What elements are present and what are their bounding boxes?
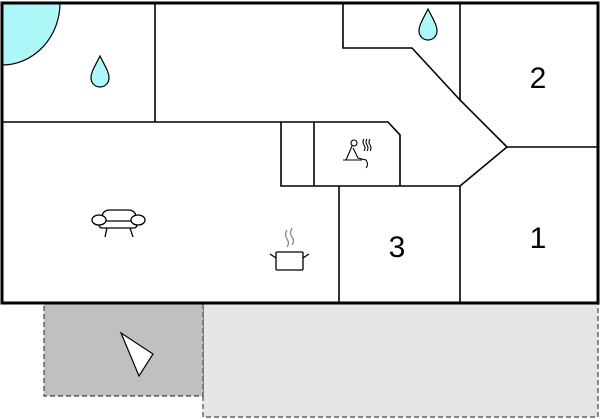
sofa-icon: [91, 209, 146, 238]
room-number-2: 2: [530, 62, 547, 95]
sauna-icon: [343, 138, 372, 169]
interior-walls: [2, 3, 598, 303]
water-drop-icon: [90, 54, 110, 88]
room-number-3: 3: [389, 231, 406, 264]
terrace-light: [202, 302, 599, 418]
water-drop-icon: [418, 7, 438, 41]
direction-arrow-icon: [119, 331, 154, 378]
terrace-dark: [43, 302, 204, 397]
outer-walls: [0, 1, 600, 305]
cooking-pot-icon: [269, 227, 310, 271]
pool-icon: [1, 2, 61, 66]
room-number-1: 1: [530, 222, 547, 255]
